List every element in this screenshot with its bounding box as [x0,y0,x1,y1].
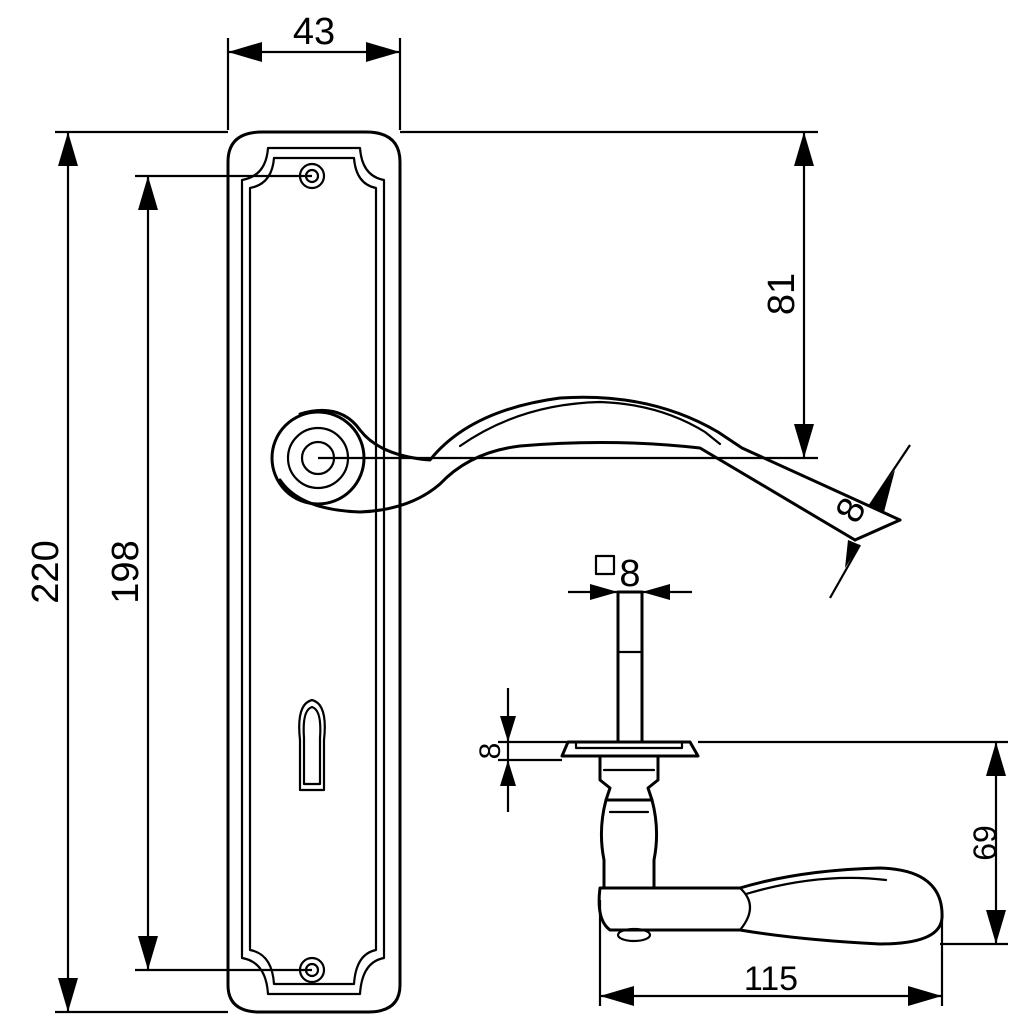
handle-collar [599,798,659,890]
lever-inner-contour [458,400,722,448]
dimension-labels: 43 220 198 81 8 8 8 69 115 [25,11,1003,998]
dim-label-projection: 69 [967,825,1003,861]
backplate-front-view [226,130,402,1014]
keyhole-icon [298,698,326,792]
dim-label-lever-length: 115 [744,960,798,998]
dim-label-screw-spacing: 198 [105,540,147,603]
backplate-border-outer [240,146,386,996]
dim-label-plate-width: 43 [293,11,335,53]
lever-front-view [270,395,902,542]
lever-tip [853,518,902,542]
lever-lower-contour [278,440,857,542]
rose-flange-top [574,740,684,750]
handle-side-view [560,590,944,946]
dim-label-lever-height: 81 [761,273,803,315]
backplate-border-inner [248,156,378,986]
lever-side-profile [597,866,944,946]
dim-label-spindle-square: 8 [619,553,640,595]
lever-side-curve [744,876,888,896]
dim-label-plate-height: 220 [25,540,67,603]
backplate-outline [226,130,402,1014]
lever-side-foot [616,927,652,943]
keyhole-inner [302,705,322,786]
spindle [616,590,644,744]
lever-side-inner [738,886,752,932]
square-symbol-icon [594,554,616,576]
lever-upper-contour [298,395,902,522]
dim-label-rose-thickness: 8 [474,743,507,760]
handle-neck [598,754,660,802]
dimension-lines [55,38,1008,1014]
